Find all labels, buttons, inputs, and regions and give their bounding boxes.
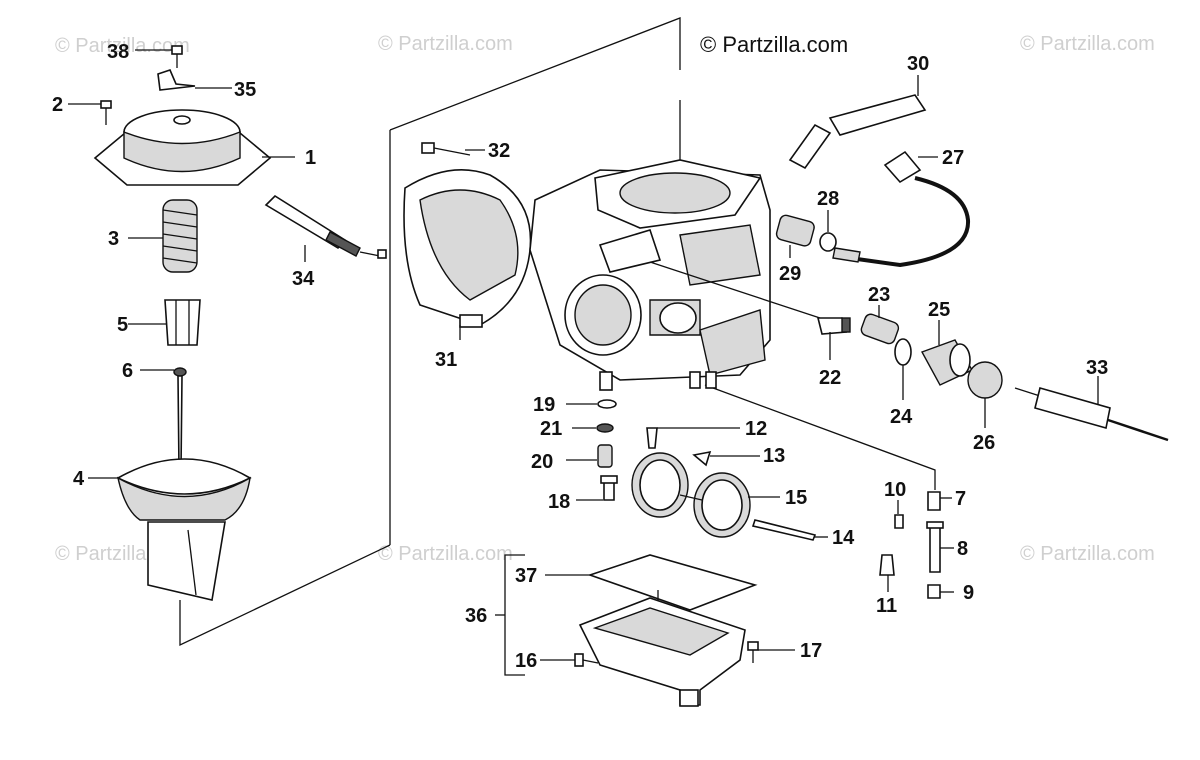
- part-9: [927, 584, 941, 599]
- spring-23: [860, 313, 900, 345]
- clip-35: [157, 69, 196, 91]
- diaphragm-slide-4: [116, 458, 252, 601]
- part-7: [927, 491, 941, 511]
- callout-38: 38: [107, 41, 129, 63]
- callout-29: 29: [779, 263, 801, 285]
- cover-31: [403, 169, 532, 328]
- part-8: [929, 524, 941, 573]
- callout-35: 35: [234, 79, 256, 101]
- part-21: [596, 423, 614, 433]
- leader-line: [649, 261, 821, 319]
- o-ring-28: [819, 232, 837, 252]
- callout-16: 16: [515, 650, 537, 672]
- callout-12: 12: [745, 418, 767, 440]
- hose-30: [788, 94, 927, 170]
- callout-11: 11: [876, 595, 897, 617]
- leader-lines: [68, 49, 1099, 676]
- callout-30: 30: [907, 53, 929, 75]
- small-parts: [596, 399, 712, 501]
- spring-3: [162, 199, 198, 273]
- screw-38: [171, 45, 183, 68]
- callout-22: 22: [819, 367, 841, 389]
- jet-needle-6: [173, 367, 187, 471]
- callout-20: 20: [531, 451, 553, 473]
- callout-4: 4: [73, 468, 85, 490]
- watermark: © Partzilla.com: [378, 33, 513, 55]
- pin-14: [751, 519, 817, 541]
- callout-3: 3: [108, 228, 119, 250]
- cable-fitting-34: [264, 194, 387, 259]
- callout-26: 26: [973, 432, 995, 454]
- callout-8: 8: [957, 538, 968, 560]
- callout-33: 33: [1086, 357, 1108, 379]
- o-ring-24: [894, 338, 912, 366]
- part-25: [920, 339, 973, 386]
- jets-right: [879, 491, 944, 599]
- top-cover-1: [93, 109, 272, 186]
- part-13: [692, 450, 712, 467]
- callout-1: 1: [305, 147, 316, 169]
- callout-19: 19: [533, 394, 555, 416]
- callout-labels: 38 35 2 1 3 34 5 6 4 32 31 30 27 28 29 2…: [52, 41, 1108, 672]
- screw-17: [747, 641, 759, 663]
- callout-7: 7: [955, 488, 966, 510]
- part-20: [597, 444, 613, 468]
- spring-29: [775, 214, 815, 247]
- callout-27: 27: [942, 147, 964, 169]
- choke-valve-27: [832, 150, 971, 268]
- part-12: [646, 427, 658, 449]
- callout-37: 37: [515, 565, 537, 587]
- callout-15: 15: [785, 487, 807, 509]
- cap-26: [967, 361, 1003, 399]
- callout-24: 24: [890, 406, 913, 428]
- callout-18: 18: [548, 491, 570, 513]
- callout-32: 32: [488, 140, 510, 162]
- float-15: [631, 452, 751, 538]
- callout-6: 6: [122, 360, 133, 382]
- callout-23: 23: [868, 284, 890, 306]
- callout-17: 17: [800, 640, 822, 662]
- callout-10: 10: [884, 479, 906, 501]
- callout-31: 31: [435, 349, 457, 371]
- watermark: © Partzilla.com: [1020, 33, 1155, 55]
- callout-9: 9: [963, 582, 974, 604]
- carburetor-body: [529, 159, 771, 391]
- callout-2: 2: [52, 94, 63, 116]
- watermark: © Partzilla.com: [55, 35, 190, 57]
- screw-32: [421, 142, 471, 156]
- callout-14: 14: [832, 527, 855, 549]
- callout-21: 21: [540, 418, 562, 440]
- callout-5: 5: [117, 314, 128, 336]
- callout-28: 28: [817, 188, 839, 210]
- screw-2: [100, 100, 112, 125]
- part-11: [879, 554, 895, 576]
- callout-36: 36: [465, 605, 487, 627]
- callout-25: 25: [928, 299, 950, 321]
- callout-13: 13: [763, 445, 785, 467]
- copyright-notice: © Partzilla.com: [700, 32, 848, 57]
- watermark: © Partzilla.com: [378, 543, 513, 565]
- needle-holder-5: [164, 299, 201, 346]
- float-bowl-36: [578, 597, 746, 707]
- watermark: © Partzilla.com: [1020, 543, 1155, 565]
- screw-22: [816, 317, 851, 335]
- part-19: [597, 399, 617, 409]
- part-10: [894, 514, 904, 529]
- cable-33: [1014, 387, 1169, 442]
- callout-34: 34: [292, 268, 315, 290]
